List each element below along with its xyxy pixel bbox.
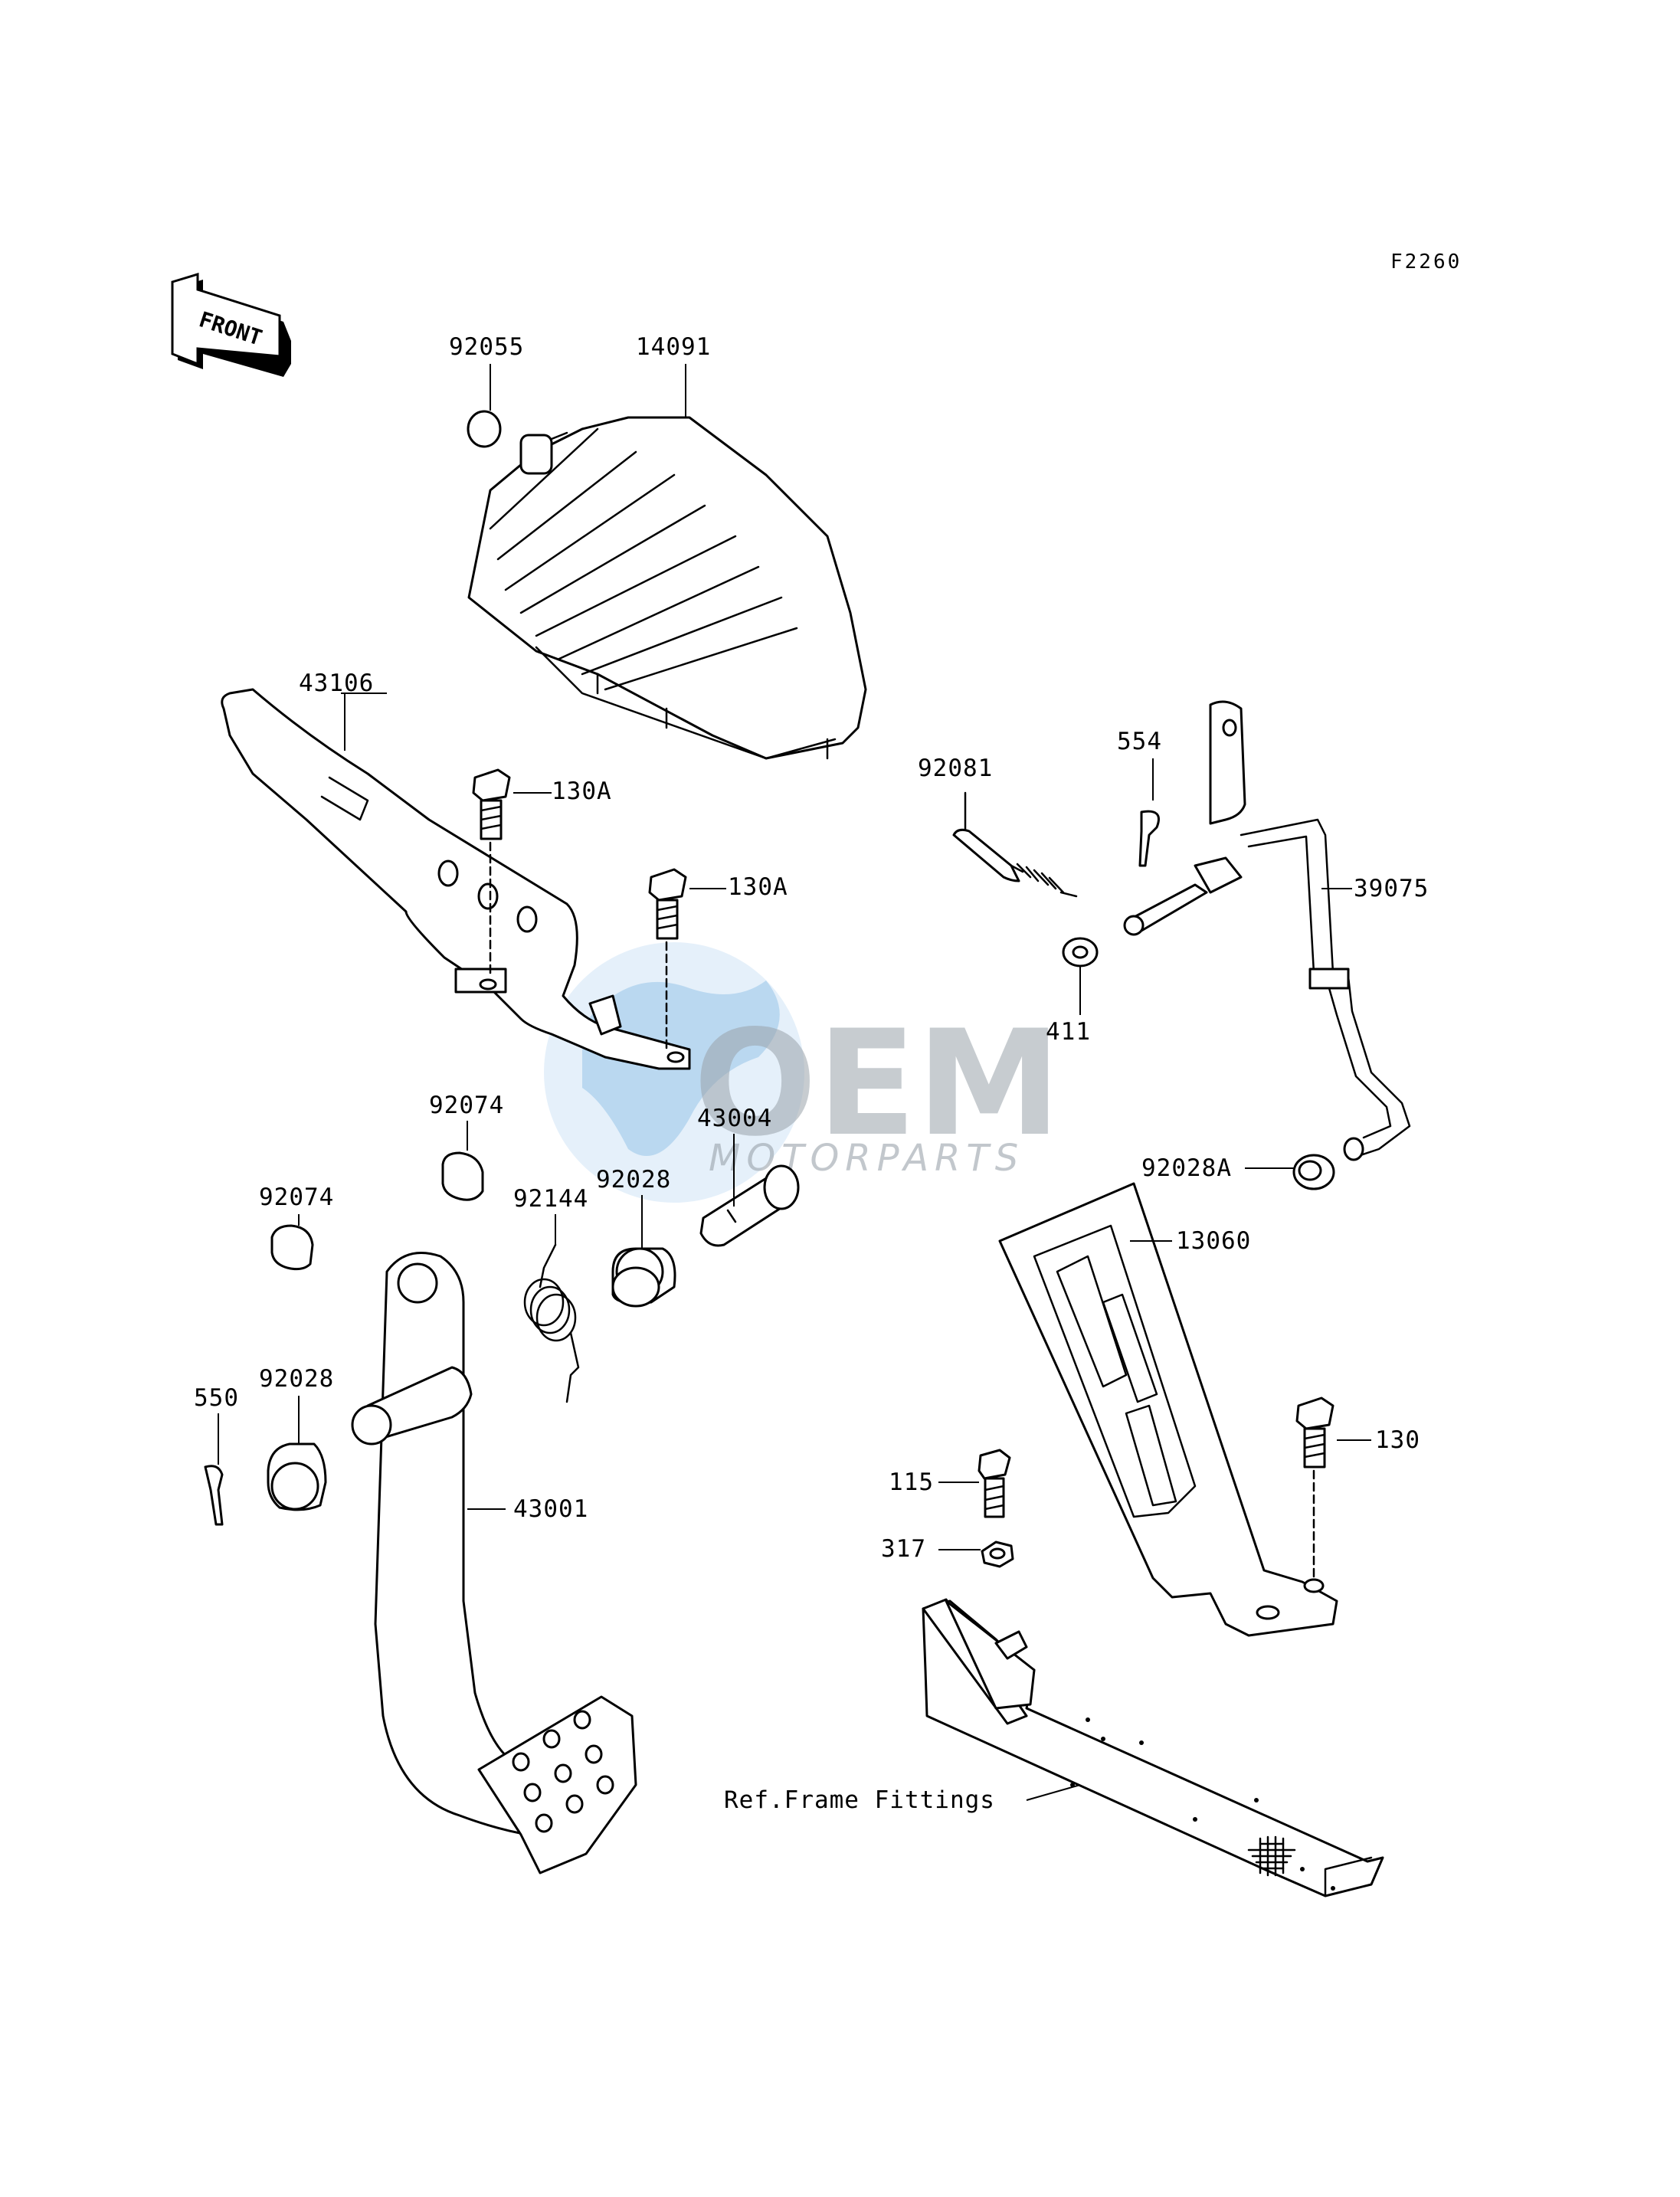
callout-92074-2: 92074 (259, 1184, 334, 1211)
callout-550: 550 (194, 1384, 239, 1412)
plug-92074-2 (270, 1214, 314, 1271)
callout-92074-1: 92074 (429, 1092, 504, 1119)
nut-317 (938, 1541, 1014, 1568)
front-arrow-icon: FRONT (171, 272, 291, 377)
plug-92074-1 (441, 1121, 484, 1201)
callout-92028-2: 92028 (259, 1365, 334, 1393)
frame-holes (1070, 1717, 1335, 1891)
spring-92144 (523, 1214, 580, 1403)
washer-411 (1062, 937, 1099, 1015)
bolt-130A-1 (472, 768, 552, 974)
callout-130: 130 (1375, 1426, 1420, 1454)
callout-43106: 43106 (299, 670, 374, 697)
callout-115: 115 (889, 1468, 934, 1496)
callout-411: 411 (1046, 1018, 1091, 1046)
callout-130A-2: 130A (728, 873, 788, 901)
watermark: OEM MOTORPARTS (544, 942, 1061, 1203)
pedal-43001 (351, 1252, 637, 1874)
watermark-brand: OEM (693, 999, 1061, 1168)
bush-92028-2 (267, 1396, 327, 1511)
bolt-130A-2 (648, 868, 726, 1051)
callout-92144: 92144 (513, 1185, 588, 1213)
callout-92081: 92081 (918, 755, 993, 782)
bolt-115 (938, 1449, 1011, 1518)
callout-92055: 92055 (449, 333, 524, 361)
callout-14091: 14091 (636, 333, 711, 361)
rod-39075 (1123, 700, 1411, 1161)
cover-14091 (467, 364, 867, 760)
callout-39075: 39075 (1354, 875, 1429, 902)
o-ring-92055 (467, 364, 502, 448)
bolt-130 (1295, 1396, 1371, 1580)
callout-317: 317 (881, 1535, 926, 1563)
spring-92081 (952, 791, 1078, 898)
callout-92028A: 92028A (1141, 1154, 1232, 1182)
bush-92028-1 (611, 1195, 676, 1308)
callout-554: 554 (1117, 728, 1162, 755)
callout-43004: 43004 (697, 1105, 772, 1132)
callout-43001: 43001 (513, 1495, 588, 1523)
cotter-pin-554 (1138, 758, 1160, 867)
pad-13060 (998, 1182, 1338, 1637)
bush-92028A (1245, 1154, 1335, 1190)
callout-ref-frame-fittings: Ref.Frame Fittings (724, 1786, 995, 1814)
callout-130A-1: 130A (552, 778, 612, 805)
figure-code: F2260 (1390, 250, 1462, 273)
pin-43004 (699, 1134, 800, 1247)
watermark-tagline: MOTORPARTS (709, 1137, 1024, 1180)
callout-92028-1: 92028 (596, 1166, 671, 1193)
lever-43106 (221, 688, 691, 1070)
callout-13060: 13060 (1176, 1227, 1251, 1255)
mesh-pattern (1247, 1835, 1296, 1877)
frame-fittings (922, 1598, 1384, 1897)
cotter-pin-550 (204, 1413, 224, 1526)
